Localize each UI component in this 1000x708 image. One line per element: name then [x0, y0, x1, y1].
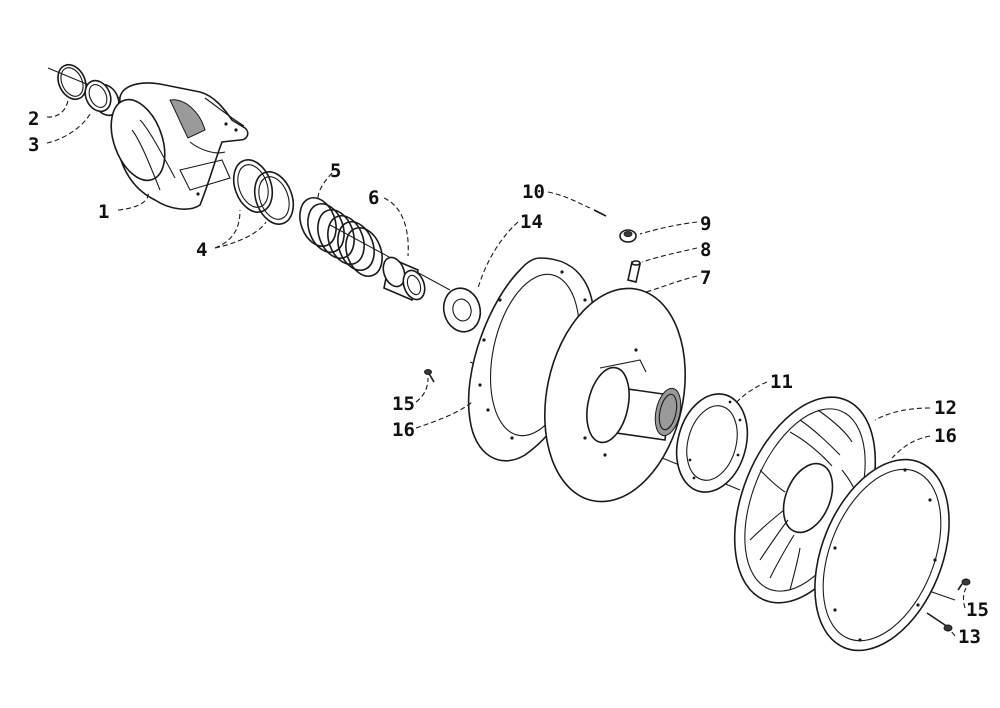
callout-labels: 2 3 1 4 5 6 10 14 9 8 7 15 16 11 12 16 1… [28, 108, 989, 648]
part-13-bolt [926, 612, 953, 632]
part-14-washer [442, 287, 482, 333]
part-5-spring [299, 196, 383, 278]
part-6-sleeve [382, 256, 426, 302]
part-3-bushing [84, 79, 120, 117]
callout-5: 5 [330, 160, 341, 182]
callout-7: 7 [700, 267, 711, 289]
callout-14: 14 [520, 211, 543, 233]
part-7-sheave [543, 287, 687, 503]
callout-13: 13 [958, 626, 981, 648]
callout-15-left: 15 [392, 393, 415, 415]
callout-2: 2 [28, 108, 39, 130]
part-16-gasket-right [814, 458, 950, 652]
leader-lines [46, 97, 967, 637]
part-8-pin [627, 260, 641, 283]
part-11-gasket-ring [675, 393, 749, 493]
callout-3: 3 [28, 134, 39, 156]
callout-15-right: 15 [966, 599, 989, 621]
part-1-cam-housing [110, 82, 249, 210]
callout-1: 1 [98, 201, 109, 223]
callout-8: 8 [700, 239, 711, 261]
callout-11: 11 [770, 371, 793, 393]
part-4-rings [232, 159, 295, 225]
callout-16-right: 16 [934, 425, 957, 447]
callout-10: 10 [522, 181, 545, 203]
callout-4: 4 [196, 239, 207, 261]
part-9-cap [619, 229, 637, 243]
callout-9: 9 [700, 213, 711, 235]
part-10-small-pin [593, 209, 607, 217]
callout-6: 6 [368, 187, 379, 209]
part-2-snap-ring [57, 63, 87, 101]
part-15-screw-left [424, 369, 435, 383]
callout-12: 12 [934, 397, 957, 419]
callout-16-left: 16 [392, 419, 415, 441]
part-15-screw-right [957, 578, 971, 591]
